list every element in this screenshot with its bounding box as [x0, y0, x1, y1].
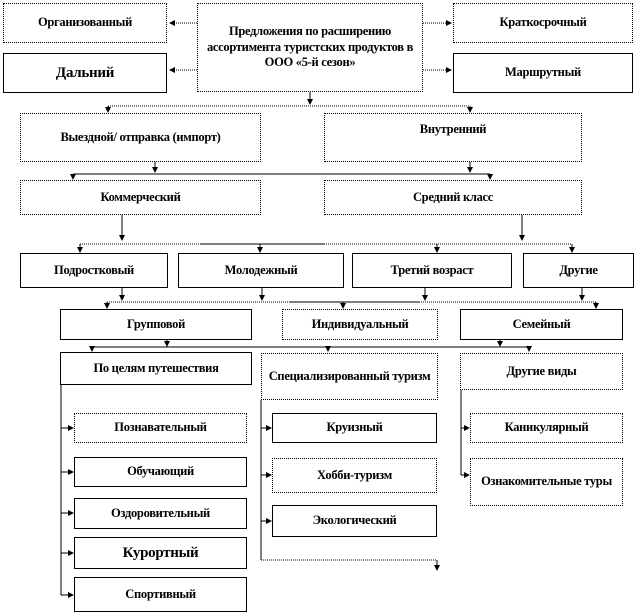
box-other-types: Другие виды	[460, 353, 623, 390]
box-domestic: Внутренний	[324, 113, 582, 162]
root-box: Предложения по расширению ассортимента т…	[197, 3, 423, 92]
box-middle-class: Средний класс	[324, 180, 582, 215]
box-individual: Индивидуальный	[282, 309, 438, 340]
box-route: Маршрутный	[453, 53, 633, 93]
box-cruise: Круизный	[272, 413, 437, 443]
box-long-distance: Дальний	[3, 53, 167, 93]
box-outbound: Выездной/ отправка (импорт)	[20, 113, 261, 162]
box-group: Групповой	[60, 309, 252, 340]
box-travel-goals: По целям путешествия	[60, 352, 252, 385]
box-organized: Организованный	[3, 3, 167, 43]
box-short-term: Краткосрочный	[453, 3, 633, 43]
box-resort: Курортный	[74, 537, 247, 569]
box-health: Оздоровительный	[74, 498, 247, 529]
box-hobby: Хобби-туризм	[272, 458, 437, 493]
box-other: Другие	[523, 253, 634, 288]
box-senior: Третий возраст	[352, 253, 512, 288]
box-specialized: Специализированный туризм	[261, 353, 438, 400]
box-sport: Спортивный	[74, 577, 247, 612]
box-familiarization: Ознакомительные туры	[470, 458, 623, 506]
box-commercial: Коммерческий	[20, 180, 261, 215]
box-family: Семейный	[460, 309, 623, 340]
box-vacation: Каникулярный	[470, 413, 623, 443]
box-eco: Экологический	[272, 505, 437, 537]
box-youth: Молодежный	[178, 253, 344, 288]
box-educational: Обучающий	[74, 457, 247, 487]
box-cognitive: Познавательный	[74, 413, 247, 443]
box-teen: Подростковый	[20, 253, 168, 288]
